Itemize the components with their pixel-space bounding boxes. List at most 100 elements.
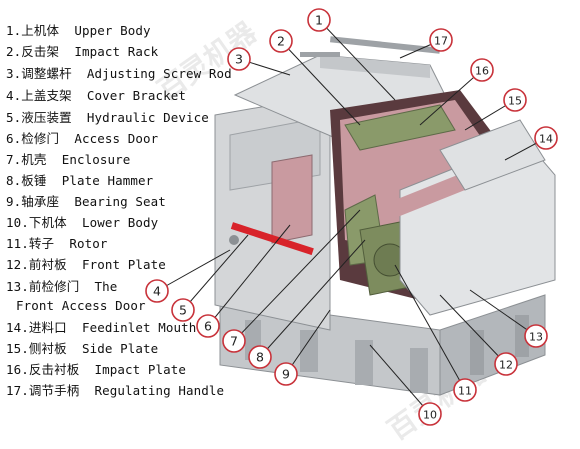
legend-chinese-label: 液压装置	[21, 110, 72, 125]
access-door	[271, 154, 313, 244]
callout-circle	[418, 402, 442, 426]
callout-circle	[222, 329, 246, 353]
legend-item: 17.调节手柄 Regulating Handle	[6, 383, 224, 399]
legend-english-label: Plate Hammer	[46, 173, 154, 188]
callout-circle	[494, 352, 518, 376]
callout-circle	[524, 324, 548, 348]
legend-english-label: Feedinlet Mouth	[66, 320, 197, 335]
callout-circle	[534, 126, 558, 150]
leader-line	[439, 294, 507, 365]
legend-number: 9.	[6, 194, 22, 209]
callout-number: 14	[539, 133, 553, 146]
callout-number: 7	[230, 334, 238, 349]
legend-chinese-label: 轴承座	[21, 194, 60, 209]
legend-number: 10.	[6, 215, 29, 230]
legend-english-label: Hydraulic Device	[71, 110, 209, 125]
legend-item: 14.进料口 Feedinlet Mouth	[6, 320, 196, 336]
legend-number: 16.	[6, 362, 29, 377]
legend-english-label: Upper Body	[59, 23, 151, 38]
legend-chinese-label: 调节手柄	[28, 383, 80, 398]
callout-number: 15	[508, 95, 522, 108]
legend-chinese-label: 转子	[28, 236, 55, 251]
leader-line	[469, 289, 537, 337]
hydraulic-device	[229, 222, 314, 256]
legend-number: 7.	[6, 152, 22, 167]
legend-item: 16.反击衬板 Impact Plate	[6, 362, 186, 378]
callout-circle	[145, 279, 169, 303]
legend-number: 8.	[6, 173, 22, 188]
callout-number: 16	[475, 65, 489, 78]
callout-circle	[470, 58, 494, 82]
leader-line	[182, 234, 249, 311]
callout-number: 1	[315, 13, 323, 28]
callout-number: 3	[235, 52, 243, 67]
legend-item: 15.侧衬板 Side Plate	[6, 341, 158, 357]
legend-chinese-label: 板锤	[21, 173, 47, 188]
legend-english-label: Impact Plate	[79, 362, 187, 377]
leader-line	[156, 249, 231, 292]
legend-number: 6.	[6, 131, 22, 146]
leader-line	[318, 19, 396, 101]
legend-english-label: Lower Body	[66, 215, 159, 230]
legend-chinese-label: 上盖支架	[21, 88, 72, 103]
legend-english-label: Front Plate	[66, 257, 166, 272]
legend-item: 4.上盖支架 Cover Bracket	[6, 88, 186, 104]
leader-line	[233, 209, 361, 342]
callout-number: 13	[529, 331, 543, 344]
legend-item: 13.前检修门 The	[6, 279, 117, 295]
callout-circle	[269, 29, 293, 53]
callout-circle	[274, 362, 298, 386]
callout-number: 9	[282, 367, 290, 382]
legend-number: 14.	[6, 320, 29, 335]
legend-number: 1.	[6, 23, 22, 38]
legend-number: 3.	[6, 66, 22, 81]
legend-number: 2.	[6, 44, 22, 59]
callout-number: 5	[179, 303, 187, 318]
leader-line	[394, 264, 466, 391]
legend-item: 10.下机体 Lower Body	[6, 215, 158, 231]
callout-number: 8	[256, 350, 264, 365]
leader-line	[419, 69, 483, 126]
legend-number: 4.	[6, 88, 22, 103]
callout-number: 12	[499, 359, 513, 372]
legend-chinese-label: 检修门	[21, 131, 60, 146]
callout-number: 4	[153, 284, 161, 299]
legend-chinese-label: 前检修门	[28, 279, 80, 294]
legend-english-label: Impact Rack	[59, 44, 159, 59]
legend-english-label: Regulating Handle	[79, 383, 225, 398]
legend-chinese-label: 侧衬板	[28, 341, 67, 356]
callout-circle	[227, 47, 251, 71]
legend-item: 5.液压装置 Hydraulic Device	[6, 110, 209, 126]
legend-english-label: Access Door	[59, 131, 159, 146]
legend-english-label: Rotor	[54, 236, 108, 251]
callout-number: 17	[434, 35, 448, 48]
callout-number: 10	[423, 409, 437, 422]
legend-chinese-label: 反击架	[21, 44, 60, 59]
leader-lines	[156, 19, 547, 415]
legend-english-label: Enclosure	[46, 152, 131, 167]
legend-english-label: Cover Bracket	[71, 88, 187, 103]
callout-circle	[429, 28, 453, 52]
legend-chinese-label: 上机体	[21, 23, 60, 38]
callout-circle	[307, 8, 331, 32]
leader-line	[280, 40, 361, 126]
regulating-handle	[300, 36, 441, 57]
callout-number: 11	[458, 385, 472, 398]
callout-number: 6	[204, 319, 212, 334]
legend-item: 2.反击架 Impact Rack	[6, 44, 158, 60]
callout-circle	[453, 378, 477, 402]
callout-circle	[171, 298, 195, 322]
legend-number: 13.	[6, 279, 29, 294]
legend-number: 12.	[6, 257, 29, 272]
legend-item: 7.机壳 Enclosure	[6, 152, 130, 168]
legend-item: 11.转子 Rotor	[6, 236, 107, 252]
leader-line	[285, 309, 331, 375]
legend-chinese-label: 进料口	[28, 320, 67, 335]
legend-chinese-label: 前衬板	[28, 257, 67, 272]
legend-english-label: Front Access Door	[16, 298, 146, 313]
legend-english-label: Side Plate	[66, 341, 159, 356]
legend-english-label: Adjusting Screw Rod	[71, 66, 232, 81]
callout-circle	[503, 88, 527, 112]
feed-inlet	[439, 119, 546, 191]
